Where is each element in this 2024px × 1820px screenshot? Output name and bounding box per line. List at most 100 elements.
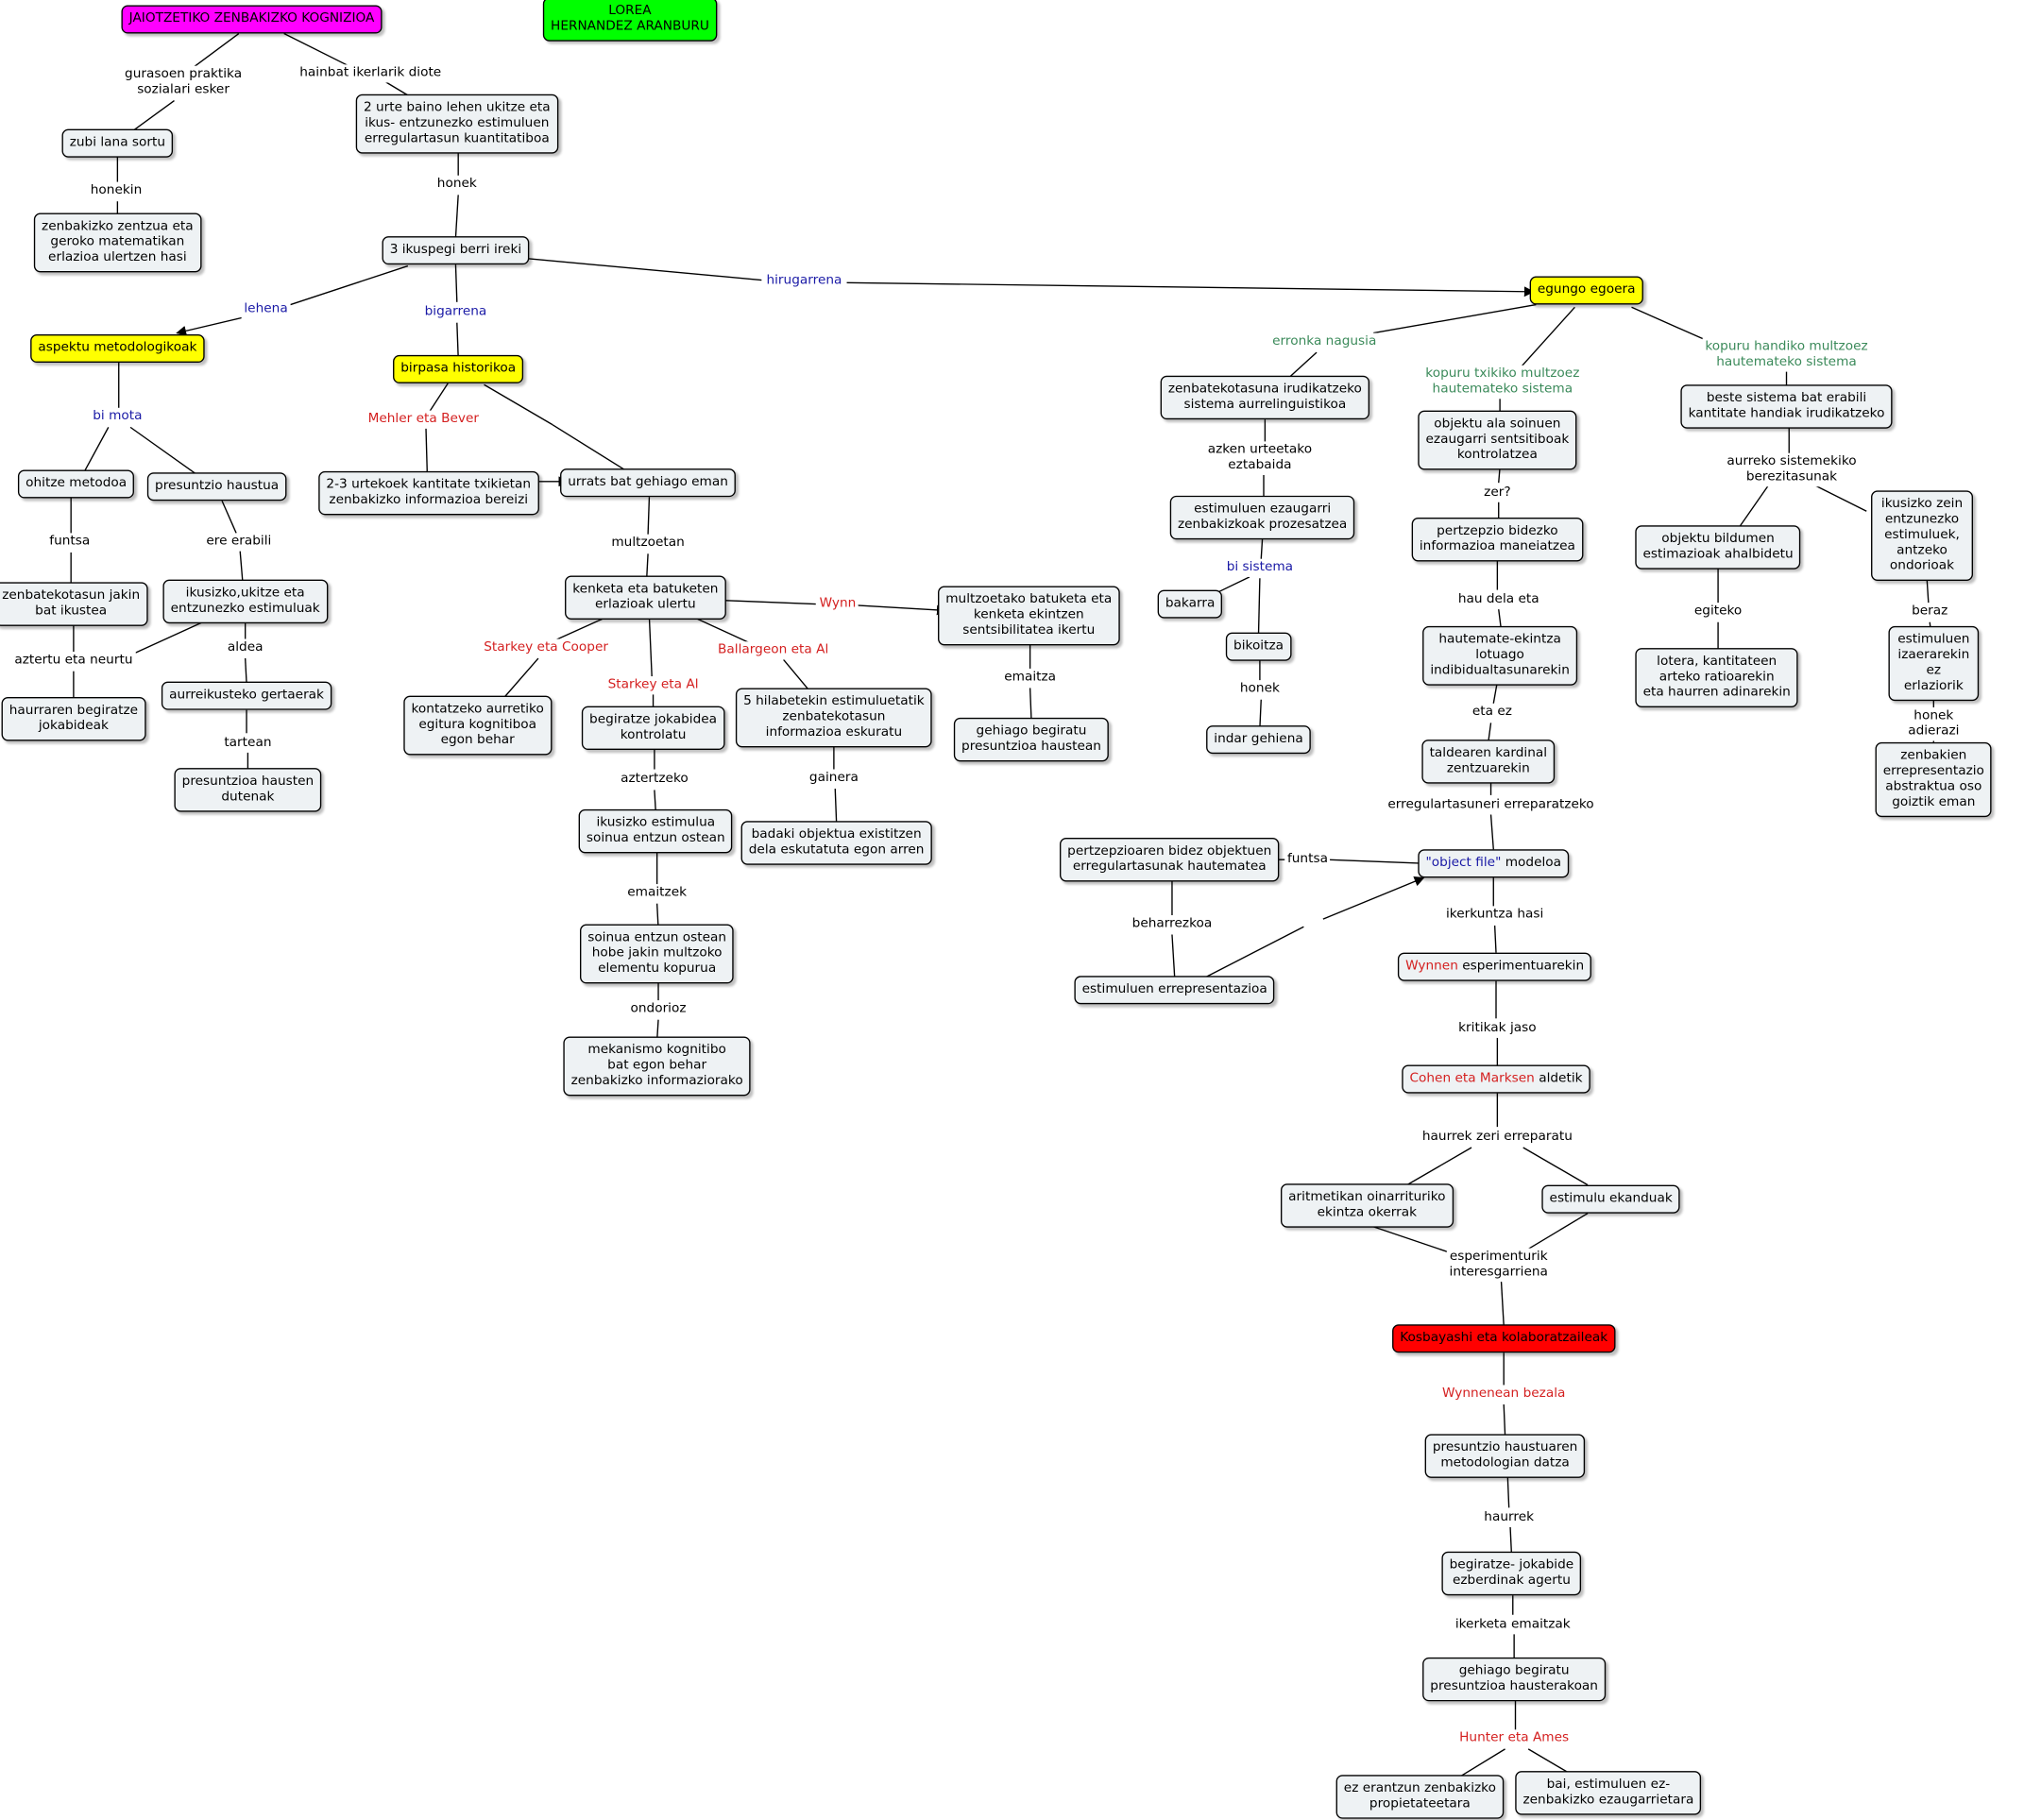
concept-ohitze[interactable]: ohitze metodoa xyxy=(17,469,135,499)
concept-aritmetikan[interactable]: aritmetikan oinarrituriko ekintza okerra… xyxy=(1280,1183,1454,1228)
object-file-text: modeloa xyxy=(1505,856,1562,871)
concept-zenbatekotasun[interactable]: zenbatekotasun jakin bat ikustea xyxy=(0,582,148,626)
concept-zenbatekotasuna-irudikatzeko[interactable]: zenbatekotasuna irudikatzeko sistema aur… xyxy=(1160,375,1370,420)
concept-ikusizko-zein[interactable]: ikusizko zein entzunezko estimuluek, ant… xyxy=(1871,490,1974,582)
link-erregulartasuneri: erregulartasuneri erreparatzeko xyxy=(1385,796,1597,815)
concept-ekanduak[interactable]: estimulu ekanduak xyxy=(1541,1184,1680,1214)
concept-kontatzeko[interactable]: kontatzeko aurretiko egitura kognitiboa … xyxy=(403,695,553,756)
concept-ikusizko-estimulua[interactable]: ikusizko estimulua soinua entzun ostean xyxy=(578,808,733,854)
concept-gehiago-haustean[interactable]: gehiago begiratu presuntzioa haustean xyxy=(953,717,1110,762)
concept-hilabete5[interactable]: 5 hilabetekin estimuluetatik zenbatekota… xyxy=(735,688,932,748)
concept-zenbakien[interactable]: zenbakien errepresentazio abstraktua oso… xyxy=(1875,741,1993,818)
link-haurrek: haurrek xyxy=(1481,1508,1537,1527)
concept-title[interactable]: JAIOTZETIKO ZENBAKIZKO KOGNIZIOA xyxy=(121,5,383,34)
link-wynnenean: Wynnenean bezala xyxy=(1439,1385,1569,1403)
link-multzoetan: multzoetan xyxy=(608,534,688,553)
concept-ez-erantzun[interactable]: ez erantzun zenbakizko propietateetara xyxy=(1335,1775,1505,1819)
concept-presuntzio[interactable]: presuntzio haustua xyxy=(146,472,287,502)
concept-zentzua[interactable]: zenbakizko zentzua eta geroko matematika… xyxy=(33,213,201,273)
link-ikerketa: ikerketa emaitzak xyxy=(1453,1616,1573,1635)
concept-objektu[interactable]: objektu ala soinuen ezaugarri sentsitibo… xyxy=(1418,410,1577,470)
wynnen-ref: Wynnen xyxy=(1405,959,1458,974)
link-emaitza: emaitza xyxy=(1001,668,1059,688)
concept-estimuluen-errepresentazioa[interactable]: estimuluen errepresentazioa xyxy=(1074,976,1275,1005)
concept-beste[interactable]: beste sistema bat erabili kantitate hand… xyxy=(1680,384,1893,429)
link-ere-erabili: ere erabili xyxy=(203,533,275,552)
link-bigarrena: bigarrena xyxy=(421,303,490,322)
concept-zubi[interactable]: zubi lana sortu xyxy=(61,128,174,158)
concept-hautemate[interactable]: hautemate-ekintza lotuago indibidualtasu… xyxy=(1422,625,1578,686)
concept-urrats[interactable]: urrats bat gehiago eman xyxy=(560,468,737,498)
link-bi-sistema: bi sistema xyxy=(1224,558,1296,577)
concept-bikoitza[interactable]: bikoitza xyxy=(1225,632,1292,661)
concept-pertzepzio[interactable]: pertzepzio bidezko informazioa maneiatze… xyxy=(1411,518,1584,562)
link-funtsa-2: funtsa xyxy=(1284,850,1331,869)
concept-object-file[interactable]: "object file" modeloa xyxy=(1418,849,1570,878)
concept-gehiago-hausterakoan[interactable]: gehiago begiratu presuntzioa hausterakoa… xyxy=(1422,1657,1607,1702)
concept-cohen[interactable]: Cohen eta Marksen aldetik xyxy=(1402,1064,1590,1094)
link-kopuru-txikiko: kopuru txikiko multzoez hautemateko sist… xyxy=(1422,365,1583,400)
link-starkey-cooper: Starkey eta Cooper xyxy=(481,638,611,657)
link-bi-mota: bi mota xyxy=(90,407,145,427)
link-egiteko: egiteko xyxy=(1692,603,1745,621)
concept-begiratze[interactable]: begiratze jokabidea kontrolatu xyxy=(581,706,725,751)
link-ondorioz: ondorioz xyxy=(627,1000,689,1019)
concept-aspektu[interactable]: aspektu metodologikoak xyxy=(30,333,205,364)
concept-indar[interactable]: indar gehiena xyxy=(1206,725,1311,755)
link-beraz: beraz xyxy=(1909,603,1951,621)
concept-ikuspegi[interactable]: 3 ikuspegi berri ireki xyxy=(382,236,530,265)
concept-badaki[interactable]: badaki objektua existitzen dela eskutatu… xyxy=(740,821,932,865)
concept-author[interactable]: LOREA HERNANDEZ ARANBURU xyxy=(542,0,718,42)
link-aztertu: aztertu eta neurtu xyxy=(11,652,136,671)
link-erronka: erronka nagusia xyxy=(1269,332,1380,351)
concept-mekanismo[interactable]: mekanismo kognitibo bat egon behar zenba… xyxy=(563,1036,751,1097)
concept-objektu-bildumen[interactable]: objektu bildumen estimazioak ahalbidetu xyxy=(1635,525,1801,570)
concept-multzoetako[interactable]: multzoetako batuketa eta kenketa ekintze… xyxy=(938,586,1120,646)
concept-estimuluen-ezaugarri[interactable]: estimuluen ezaugarri zenbakizkoak prozes… xyxy=(1169,495,1355,540)
concept-begiratze-jokabide[interactable]: begiratze- jokabide ezberdinak agertu xyxy=(1441,1551,1582,1596)
concept-urtekoek[interactable]: 2-3 urtekoek kantitate txikietan zenbaki… xyxy=(318,470,539,516)
concept-pertzepzioaren[interactable]: pertzepzioaren bidez objektuen erregular… xyxy=(1059,837,1280,882)
link-mehler: Mehler eta Bever xyxy=(365,410,482,429)
link-zer: zer? xyxy=(1481,484,1514,502)
link-kopuru-handiko: kopuru handiko multzoez hautemateko sist… xyxy=(1702,338,1871,372)
concept-kenketa[interactable]: kenketa eta batuketen erlazioak ulertu xyxy=(565,575,726,621)
link-ikerkuntza: ikerkuntza hasi xyxy=(1443,906,1547,925)
link-gurasoen: gurasoen praktika sozialari esker xyxy=(122,65,245,100)
wynnen-text: esperimentuarekin xyxy=(1462,959,1585,974)
link-emaitzek: emaitzek xyxy=(624,884,689,903)
link-honek: honek xyxy=(434,175,480,195)
concept-soinua[interactable]: soinua entzun ostean hobe jakin multzoko… xyxy=(580,924,735,984)
link-wynn: Wynn xyxy=(816,595,859,614)
link-hau-dela: hau dela eta xyxy=(1455,590,1542,610)
concept-egungo[interactable]: egungo egoera xyxy=(1529,276,1643,305)
link-lehena: lehena xyxy=(241,300,291,319)
concept-birpasa[interactable]: birpasa historikoa xyxy=(393,354,524,383)
object-file-ref: "object file" xyxy=(1425,856,1502,871)
link-eta-ez: eta ez xyxy=(1470,703,1515,722)
link-starkey-al: Starkey eta Al xyxy=(604,676,702,695)
concept-lotera[interactable]: lotera, kantitateen arteko ratioarekin e… xyxy=(1635,648,1799,707)
concept-presuntzio-haustuaren[interactable]: presuntzio haustuaren metodologian datza xyxy=(1424,1434,1586,1478)
cohen-ref: Cohen eta Marksen xyxy=(1409,1071,1535,1086)
link-kritikak: kritikak jaso xyxy=(1455,1019,1539,1038)
link-gainera: gainera xyxy=(807,769,861,788)
concept-haurraren[interactable]: haurraren begiratze jokabideak xyxy=(1,697,146,741)
concept-bai[interactable]: bai, estimuluen ez- zenbakizko ezaugarri… xyxy=(1515,1771,1702,1815)
link-aurreko: aurreko sistemekiko berezitasunak xyxy=(1724,452,1860,487)
concept-ikusizko[interactable]: ikusizko,ukitze eta entzunezko estimulua… xyxy=(162,579,328,624)
link-haurrek-zeri: haurrek zeri erreparatu xyxy=(1420,1128,1575,1147)
cohen-text: aldetik xyxy=(1539,1071,1583,1086)
concept-urte2[interactable]: 2 urte baino lehen ukitze eta ikus- entz… xyxy=(355,94,558,154)
concept-estimuluen-izaerarekin[interactable]: estimuluen izaerarekin ez erlaziorik xyxy=(1888,625,1980,702)
concept-taldearen[interactable]: taldearen kardinal zentzuarekin xyxy=(1421,740,1556,784)
concept-kosbayashi[interactable]: Kosbayashi eta kolaboratzaileak xyxy=(1392,1324,1616,1353)
concept-presuntzioak[interactable]: presuntzioa hausten dutenak xyxy=(174,768,322,812)
concept-bakarra[interactable]: bakarra xyxy=(1157,589,1223,619)
concept-wynnen[interactable]: Wynnen esperimentuarekin xyxy=(1397,952,1592,981)
link-tartean: tartean xyxy=(221,734,275,753)
concept-aurreikusteko[interactable]: aurreikusteko gertaerak xyxy=(161,681,332,710)
link-azken: azken urteetako eztabaida xyxy=(1204,441,1315,475)
